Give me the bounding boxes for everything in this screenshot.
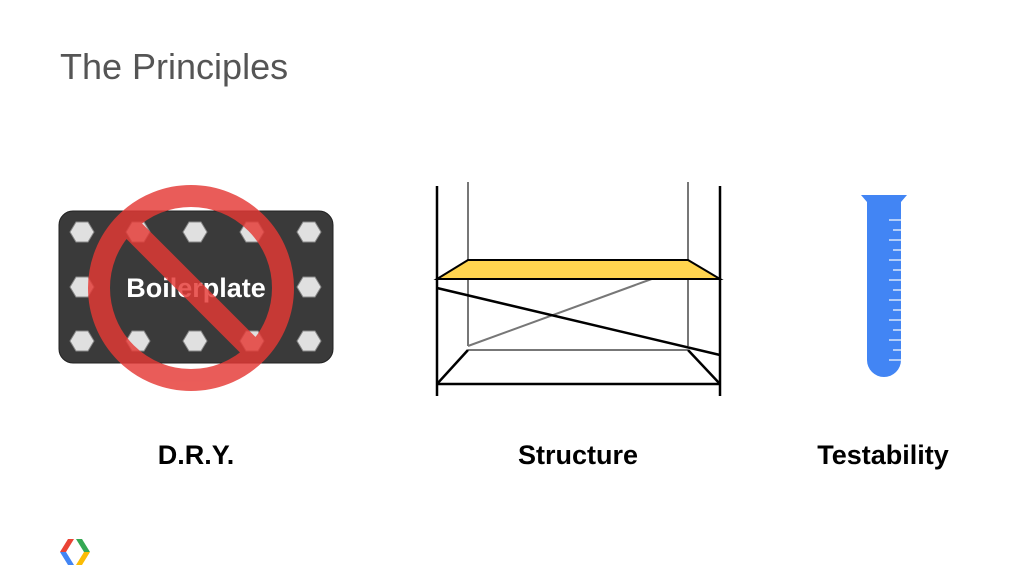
- caption-structure: Structure: [517, 440, 639, 470]
- slide-title: The Principles: [60, 46, 289, 87]
- prohibition-sign: [88, 185, 294, 391]
- no-boilerplate-icon: Boilerplate: [58, 185, 334, 391]
- scaffold-plank: [433, 259, 724, 280]
- caption-dry: D.R.Y.: [157, 440, 235, 470]
- caption-testability: Testability: [817, 440, 949, 470]
- test-tube-icon: [861, 195, 907, 377]
- scaffolding-icon: [433, 182, 724, 396]
- chrome-dev-logo-icon: [60, 539, 90, 565]
